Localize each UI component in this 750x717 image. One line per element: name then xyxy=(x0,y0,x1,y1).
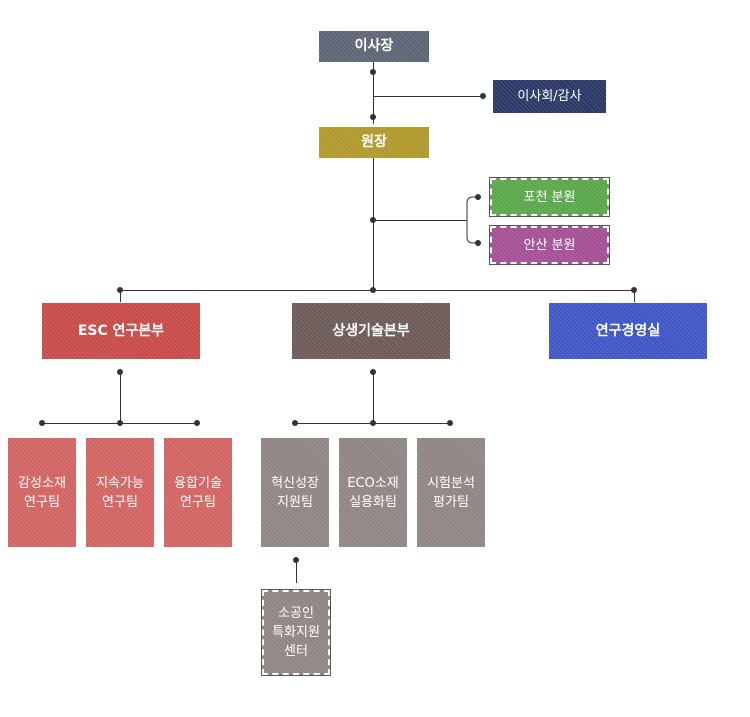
connector-dot xyxy=(117,369,123,375)
connector-dot xyxy=(370,420,376,426)
sangsaeng-team-box: 혁신성장 지원팀 xyxy=(261,438,329,547)
esc-team-box: 지속가능 연구팀 xyxy=(86,438,154,547)
connector-line xyxy=(373,372,374,423)
connector-dot xyxy=(117,287,123,293)
connector-line xyxy=(634,290,635,302)
president-box: 원장 xyxy=(319,127,429,158)
connector-line xyxy=(120,290,121,302)
connector-dot xyxy=(475,240,481,246)
connector-dot xyxy=(292,420,298,426)
chairman-box: 이사장 xyxy=(319,31,429,62)
connector-dot xyxy=(447,420,453,426)
connector-dot xyxy=(117,420,123,426)
connector-dot xyxy=(475,194,481,200)
connector-line xyxy=(373,158,374,290)
connector-line xyxy=(373,220,467,221)
connector-dot xyxy=(370,69,376,75)
pohang-branch-box: 포천 분원 xyxy=(489,177,610,217)
board-audit-box: 이사회/감사 xyxy=(493,80,606,113)
sangsaeng-team-box: ECO소재 실용화팀 xyxy=(339,438,407,547)
connector-dot xyxy=(370,369,376,375)
connector-line xyxy=(296,560,297,583)
connector-dot xyxy=(480,93,486,99)
connector-dot xyxy=(194,420,200,426)
connector-dot xyxy=(293,557,299,563)
management-office-box: 연구경영실 xyxy=(549,303,707,359)
esc-team-box: 융합기술 연구팀 xyxy=(164,438,232,547)
ansan-branch-box: 안산 분원 xyxy=(489,225,610,265)
sangsaeng-team-box: 시험분석 평가팀 xyxy=(417,438,485,547)
connector-dot xyxy=(370,287,376,293)
connector-line xyxy=(120,372,121,423)
sangsaeng-division-box: 상생기술본부 xyxy=(292,303,450,359)
connector-dot xyxy=(631,287,637,293)
esc-division-box: ESC 연구본부 xyxy=(42,303,200,359)
connector-dot xyxy=(370,114,376,120)
connector-line xyxy=(120,290,634,291)
connector-line xyxy=(373,62,374,124)
connector-line xyxy=(373,96,483,97)
small-business-center-box: 소공인 특화지원 센터 xyxy=(261,589,331,676)
connector-dot xyxy=(370,217,376,223)
connector-dot xyxy=(39,420,45,426)
esc-team-box: 감성소재 연구팀 xyxy=(8,438,76,547)
